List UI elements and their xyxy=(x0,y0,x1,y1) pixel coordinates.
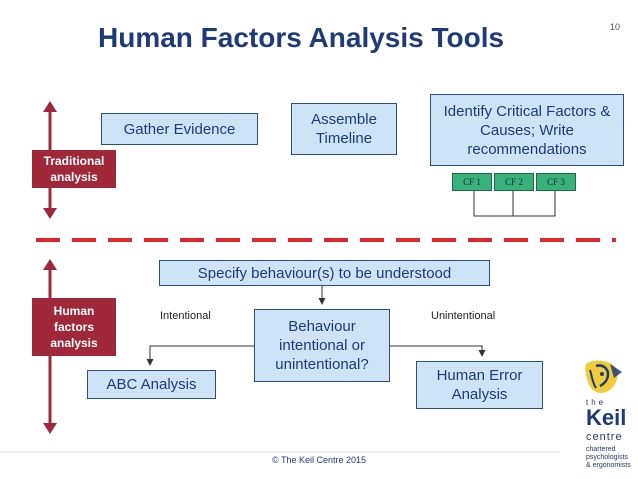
gather-evidence-box: Gather Evidence xyxy=(101,113,258,145)
keil-centre-logo: the Keil centre chartered psychologists … xyxy=(578,358,634,476)
page-title: Human Factors Analysis Tools xyxy=(98,22,505,53)
traditional-analysis-label: Traditional analysis xyxy=(32,150,116,188)
abc-analysis-box: ABC Analysis xyxy=(87,370,216,399)
cf-1-box: CF 1 xyxy=(452,173,492,191)
human-factors-analysis-label: Human factors analysis xyxy=(32,298,116,356)
copyright-footer: © The Keil Centre 2015 xyxy=(271,455,367,465)
page-number: 10 xyxy=(610,22,621,32)
assemble-timeline-box: Assemble Timeline xyxy=(291,103,397,155)
identify-critical-factors-box: Identify Critical Factors & Causes; Writ… xyxy=(430,94,624,166)
logo-line1: chartered xyxy=(586,446,616,453)
behaviour-question-box: Behaviour intentional or unintentional? xyxy=(254,309,390,382)
logo-keil: Keil xyxy=(586,405,627,430)
cf-2-box: CF 2 xyxy=(494,173,534,191)
logo-line3: & ergonomists xyxy=(586,462,631,469)
keil-face-icon xyxy=(585,360,622,393)
unintentional-label: Unintentional xyxy=(431,310,496,322)
logo-centre: centre xyxy=(586,431,623,443)
intentional-label: Intentional xyxy=(160,310,211,322)
cf-3-box: CF 3 xyxy=(536,173,576,191)
logo-the: the xyxy=(586,398,607,407)
human-error-analysis-box: Human Error Analysis xyxy=(416,361,543,409)
logo-line2: psychologists xyxy=(586,454,629,461)
specify-behaviour-box: Specify behaviour(s) to be understood xyxy=(159,260,490,286)
